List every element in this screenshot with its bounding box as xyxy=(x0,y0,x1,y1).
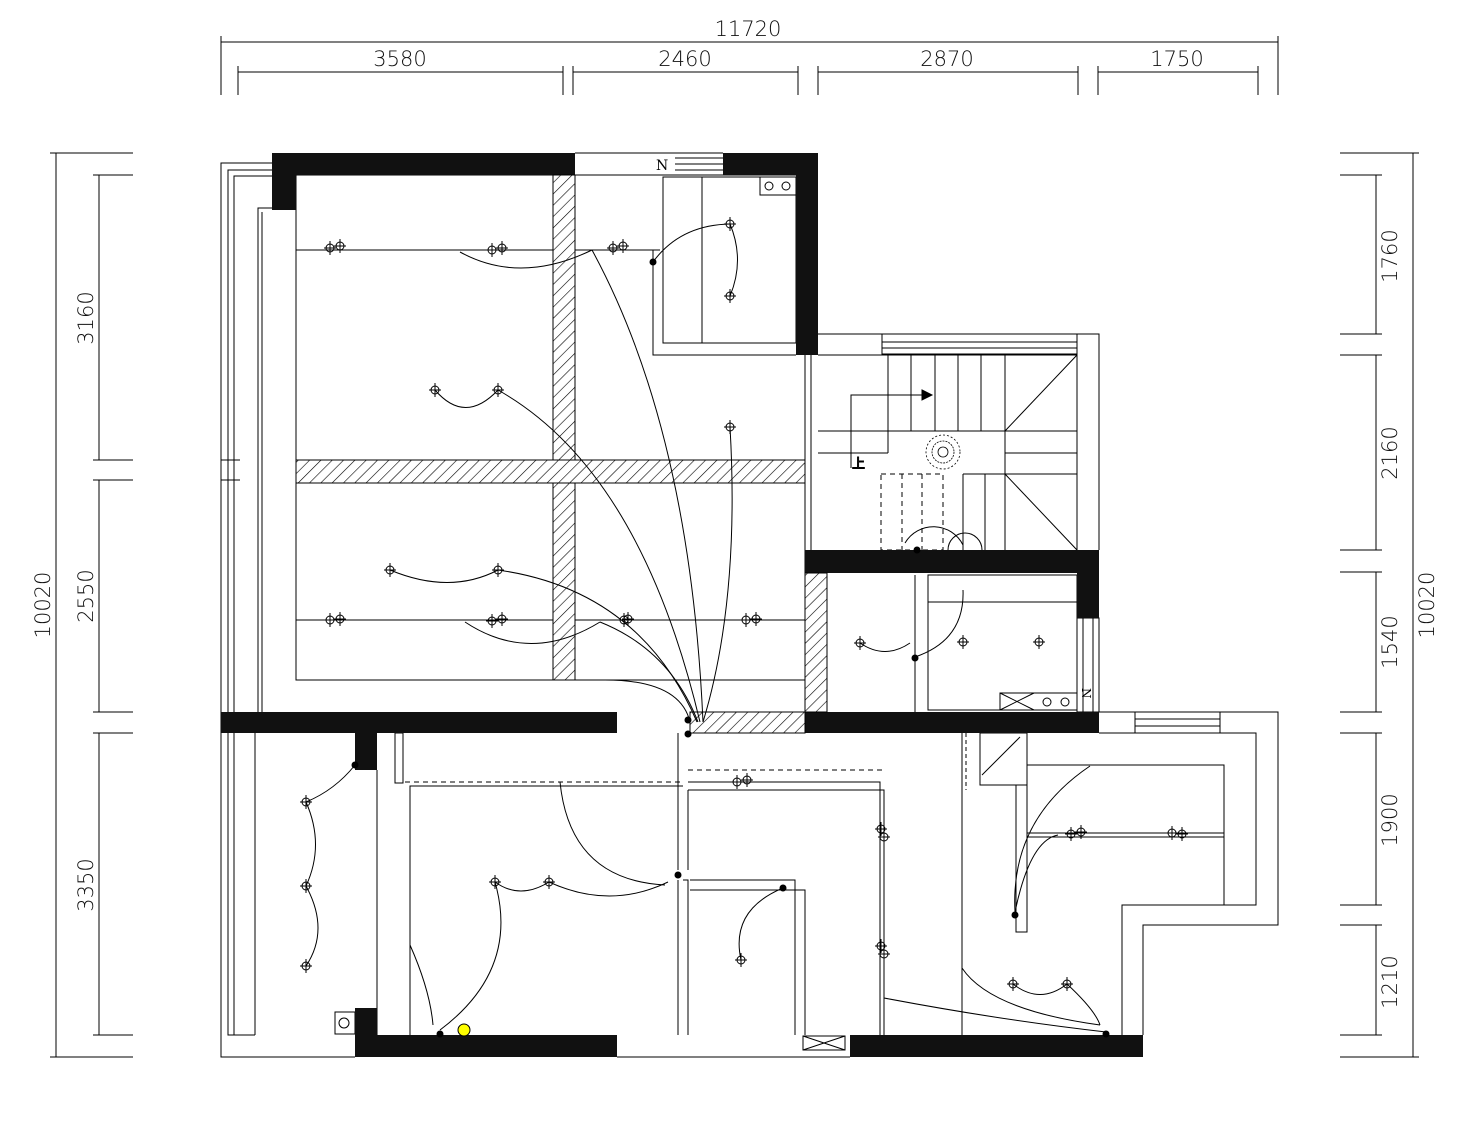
ceiling-light-icon xyxy=(300,959,312,973)
ceiling-light-icon xyxy=(334,612,346,626)
switch-icon xyxy=(913,546,921,554)
dim-top-3: 2870 xyxy=(920,47,973,71)
ceiling-light-icon xyxy=(724,217,736,231)
ceiling-light-icon xyxy=(496,612,508,626)
north-marker-2: N xyxy=(1079,688,1093,699)
dim-right-2: 2160 xyxy=(1378,426,1402,479)
ceiling-light-icon xyxy=(1065,827,1077,841)
ceiling-light-icon xyxy=(854,636,866,650)
ceiling-light-icon xyxy=(1061,977,1073,991)
ceiling-light-icon xyxy=(486,243,498,257)
dim-right-5: 1210 xyxy=(1378,955,1402,1008)
switch-icon xyxy=(1011,911,1019,919)
dim-top-total: 11720 xyxy=(715,17,782,41)
ceiling-light-icon xyxy=(724,289,736,303)
ceiling-light-icon xyxy=(492,383,504,397)
ceiling-light-icon xyxy=(1075,825,1087,839)
ceiling-light-icon xyxy=(486,614,498,628)
ceiling-light-icon xyxy=(875,822,887,836)
ceiling-light-icon xyxy=(384,563,396,577)
ceiling-light-icon xyxy=(622,612,634,626)
ceiling-light-icon xyxy=(324,241,336,255)
switch-icon xyxy=(436,1030,444,1038)
walls xyxy=(221,153,1143,1057)
dim-top-2: 2460 xyxy=(658,47,711,71)
ceiling-light-icon xyxy=(740,613,752,627)
dim-left-2: 2550 xyxy=(74,569,98,622)
dim-left-total: 10020 xyxy=(31,572,55,639)
ceiling-light-icon xyxy=(731,775,743,789)
ceiling-light-icon xyxy=(617,239,629,253)
ceiling-light-icon xyxy=(543,875,555,889)
ceiling-light-icon xyxy=(878,830,890,844)
ceiling-light-icon xyxy=(724,420,736,434)
switch-icon xyxy=(1102,1030,1110,1038)
ceiling-light-icon xyxy=(1176,827,1188,841)
ceiling-light-icon xyxy=(492,563,504,577)
dim-right-4: 1900 xyxy=(1378,793,1402,846)
ceiling-light-icon xyxy=(489,875,501,889)
ceiling-light-icon xyxy=(735,953,747,967)
switch-icon xyxy=(684,716,692,724)
dim-left-3: 3350 xyxy=(74,858,98,911)
ceiling-light-icon xyxy=(878,947,890,961)
switch-icon xyxy=(911,654,919,662)
wiring xyxy=(305,223,1107,1033)
plant-icon xyxy=(925,434,961,470)
dim-top-4: 1750 xyxy=(1150,47,1203,71)
ceiling-light-icon xyxy=(300,795,312,809)
staircase: 上 xyxy=(818,333,1078,551)
switch-icon xyxy=(351,761,359,769)
left-dimensions: 10020 3160 2550 3350 xyxy=(31,152,133,1058)
dim-left-1: 3160 xyxy=(74,291,98,344)
switch-icon xyxy=(684,730,692,738)
ceiling-light-icon xyxy=(300,879,312,893)
ceiling-light-icon xyxy=(429,383,441,397)
stair-up-label: 上 xyxy=(852,457,865,472)
outlet-icon xyxy=(457,1023,471,1037)
north-marker-1: N xyxy=(656,158,668,174)
ceiling-light-icon xyxy=(1007,977,1019,991)
outline xyxy=(220,152,1279,1058)
ceiling-light-icon xyxy=(957,635,969,649)
light-fixtures xyxy=(300,217,1188,1038)
switch-icon xyxy=(674,871,682,879)
ceiling-light-icon xyxy=(334,239,346,253)
switch-icon xyxy=(649,258,657,266)
ceiling-light-icon xyxy=(741,773,753,787)
ceiling-light-icon xyxy=(1033,635,1045,649)
ceiling-light-icon xyxy=(324,613,336,627)
switch-icon xyxy=(779,884,787,892)
dim-right-1: 1760 xyxy=(1378,229,1402,282)
ceiling-light-icon xyxy=(750,612,762,626)
dim-right-3: 1540 xyxy=(1378,615,1402,668)
ceiling-light-icon xyxy=(607,241,619,255)
right-dimensions: 10020 1760 2160 1540 1900 1210 xyxy=(1340,152,1439,1058)
dim-top-1: 3580 xyxy=(373,47,426,71)
ceiling-light-icon xyxy=(1166,826,1178,840)
dim-right-total: 10020 xyxy=(1415,572,1439,639)
top-dimensions: 11720 3580 2460 2870 1750 xyxy=(220,17,1279,95)
ceiling-light-icon xyxy=(496,241,508,255)
